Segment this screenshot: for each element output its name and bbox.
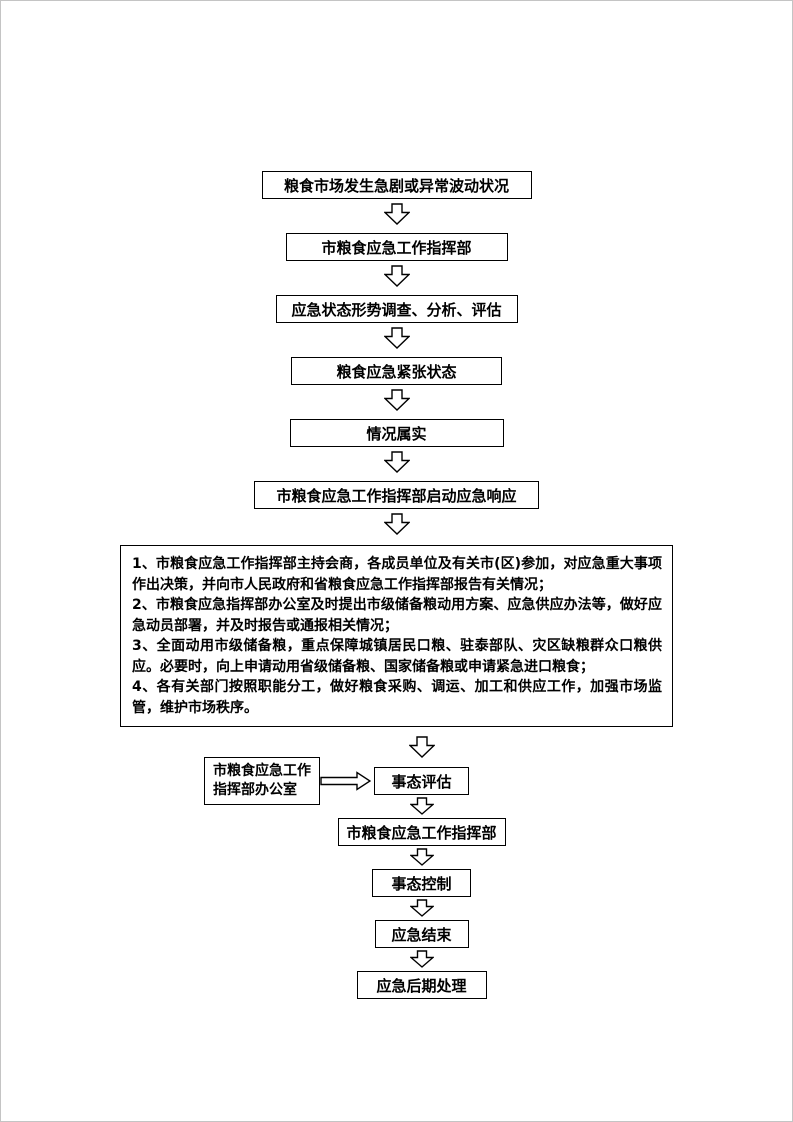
node-label: 粮食市场发生急剧或异常波动状况 — [283, 176, 509, 195]
node-label: 市粮食应急工作指挥部 — [346, 823, 497, 842]
node-investigation-analysis: 应急状态形势调查、分析、评估 — [275, 295, 518, 323]
down-arrow-icon — [409, 950, 434, 968]
node-tension-state: 粮食应急紧张状态 — [291, 357, 502, 385]
response-measures-box: 1、市粮食应急工作指挥部主持会商，各成员单位及有关市(区)参加，对应急重大事项作… — [120, 545, 673, 727]
node-label: 粮食应急紧张状态 — [336, 362, 457, 381]
node-command-hq: 市粮食应急工作指挥部 — [285, 233, 508, 261]
measure-item-4: 4、各有关部门按照职能分工，做好粮食采购、调运、加工和供应工作，加强市场监管，维… — [132, 679, 662, 716]
flowchart-main: 粮食市场发生急剧或异常波动状况 市粮食应急工作指挥部 应急状态形势调查、分析、评… — [1, 1, 792, 727]
down-arrow-icon — [383, 389, 410, 411]
node-label: 市粮食应急工作指挥部启动应急响应 — [276, 486, 517, 505]
side-box-line-1: 市粮食应急工作 — [213, 763, 311, 779]
node-label: 市粮食应急工作指挥部 — [321, 238, 472, 257]
down-arrow-icon — [409, 848, 434, 866]
measure-item-3: 3、全面动用市级储备粮，重点保障城镇居民口粮、驻泰部队、灾区缺粮群众口粮供应。必… — [132, 638, 662, 675]
down-arrow-icon — [383, 265, 410, 287]
down-arrow-icon — [383, 203, 410, 225]
node-situation-verified: 情况属实 — [289, 419, 504, 447]
down-arrow-icon — [383, 451, 410, 473]
node-label: 应急后期处理 — [376, 976, 467, 995]
down-arrow-icon — [409, 797, 434, 815]
node-start-response: 市粮食应急工作指挥部启动应急响应 — [254, 481, 539, 509]
node-label: 应急结束 — [391, 925, 452, 944]
evaluation-row: 市粮食应急工作 指挥部办公室 事态评估 — [204, 757, 469, 805]
flowchart-lower: 市粮食应急工作 指挥部办公室 事态评估 市粮食应急工作指挥部 事态控制 — [51, 727, 792, 999]
node-emergency-end: 应急结束 — [374, 920, 469, 948]
node-label: 情况属实 — [366, 424, 427, 443]
node-label: 事态控制 — [391, 874, 452, 893]
node-situation-control: 事态控制 — [372, 869, 471, 897]
node-label: 事态评估 — [391, 772, 452, 791]
node-label: 应急状态形势调查、分析、评估 — [291, 300, 502, 319]
side-box-line-2: 指挥部办公室 — [213, 782, 297, 798]
node-market-fluctuation: 粮食市场发生急剧或异常波动状况 — [261, 171, 532, 199]
down-arrow-icon — [409, 899, 434, 917]
node-post-processing: 应急后期处理 — [356, 971, 487, 999]
measure-item-1: 1、市粮食应急工作指挥部主持会商，各成员单位及有关市(区)参加，对应急重大事项作… — [132, 556, 662, 593]
measure-item-2: 2、市粮食应急指挥部办公室及时提出市级储备粮动用方案、应急供应办法等，做好应急动… — [132, 597, 662, 634]
node-situation-evaluation: 事态评估 — [374, 767, 469, 795]
down-arrow-icon — [408, 736, 435, 758]
right-arrow-icon — [320, 771, 371, 791]
side-box-office: 市粮食应急工作 指挥部办公室 — [204, 757, 320, 805]
down-arrow-icon — [383, 327, 410, 349]
node-command-hq-2: 市粮食应急工作指挥部 — [337, 818, 506, 846]
down-arrow-icon — [383, 513, 410, 535]
